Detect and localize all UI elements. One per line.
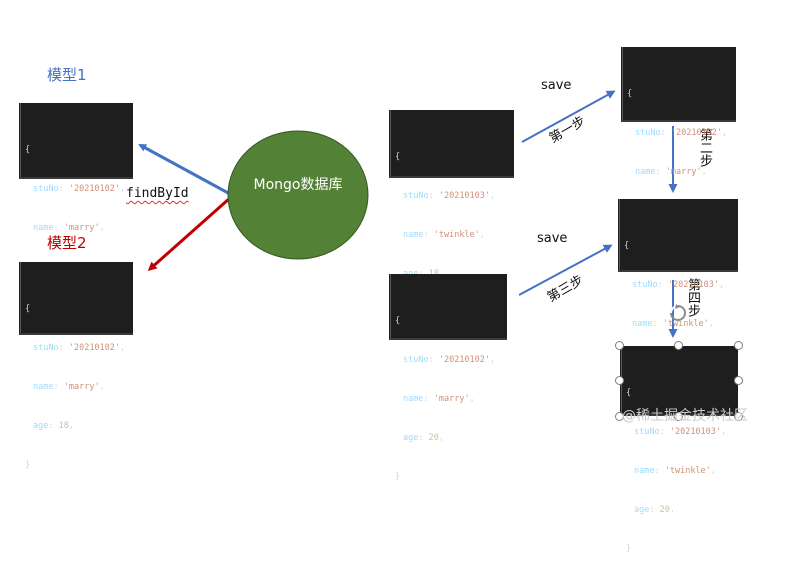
code-key: name: [33, 382, 54, 392]
code-line-name: name: 'marry',: [33, 223, 105, 233]
code-value: 20: [659, 505, 670, 515]
code-value: 18: [58, 421, 69, 431]
code-key: name: [635, 167, 656, 177]
step4-label: 第四步: [685, 278, 700, 317]
code-value: 'marry': [665, 167, 702, 177]
code-value: '20210102': [68, 184, 121, 194]
code-close-brace: }: [626, 544, 632, 554]
code-value: '20210102': [68, 343, 121, 353]
code-value: 'twinkle': [662, 319, 709, 329]
code-line-name: name: 'twinkle',: [403, 230, 485, 240]
rotate-handle-icon[interactable]: [670, 304, 686, 321]
diagram-canvas: [138, 90, 686, 338]
code-gutter: [619, 199, 624, 270]
save-label-2: save: [537, 231, 568, 246]
code-value: '20210102': [438, 355, 491, 365]
code-value: '20210103': [438, 191, 491, 201]
code-open-brace: {: [395, 316, 401, 326]
code-value: 20: [428, 433, 439, 443]
code-block-model2: { stuNo: '20210102', name: 'marry', age:…: [19, 262, 133, 470]
code-gutter: [622, 47, 627, 120]
code-key: name: [403, 394, 424, 404]
code-line-stuno: stuNo: '20210103',: [632, 280, 725, 290]
code-line-stuno: stuNo: '20210102',: [403, 355, 496, 365]
code-key: stuNo: [403, 355, 429, 365]
selection-handle-top-right[interactable]: [734, 341, 743, 350]
selection-handle-left[interactable]: [615, 376, 624, 385]
code-line-name: name: 'twinkle',: [632, 319, 714, 329]
mongo-database-shape: [227, 130, 369, 260]
code-gutter: [20, 262, 25, 333]
code-value: 'twinkle': [433, 230, 480, 240]
code-key: stuNo: [33, 184, 59, 194]
code-open-brace: {: [395, 152, 401, 162]
code-line-age: age: 20,: [403, 433, 444, 443]
code-line-stuno: stuNo: '20210103',: [403, 191, 496, 201]
model2-label: 模型2: [47, 234, 87, 252]
selection-handle-bottom-right[interactable]: [734, 412, 743, 421]
code-close-brace: }: [25, 460, 31, 470]
code-value: '20210103': [667, 280, 720, 290]
code-block-db-state2: { stuNo: '20210103', name: 'twinkle', ag…: [618, 199, 738, 407]
model1-label: 模型1: [47, 66, 87, 84]
mongo-database-label: Mongo数据库: [253, 177, 343, 193]
arrow-save-step1: [521, 90, 616, 143]
code-line-age: age: 18,: [33, 421, 74, 431]
code-key: stuNo: [403, 191, 429, 201]
code-key: stuNo: [632, 280, 658, 290]
watermark: @稀土掘金技术社区: [622, 408, 748, 424]
code-open-brace: {: [627, 89, 633, 99]
code-line-name: name: 'marry',: [403, 394, 475, 404]
selection-handle-bottom[interactable]: [674, 412, 683, 421]
code-value: 'marry': [433, 394, 470, 404]
code-line-stuno: stuNo: '20210102',: [33, 184, 126, 194]
code-line-stuno: stuNo: '20210103',: [634, 427, 727, 437]
code-key: name: [33, 223, 54, 233]
code-open-brace: {: [624, 241, 630, 251]
code-block-new-doc: { stuNo: '20210103', name: 'twinkle', ag…: [389, 110, 514, 318]
code-gutter: [390, 110, 395, 176]
code-key: stuNo: [635, 128, 661, 138]
code-key: age: [634, 505, 650, 515]
code-value: 'marry': [63, 223, 100, 233]
code-value: 'twinkle': [664, 466, 711, 476]
arrow-mongo-to-model1: [138, 143, 231, 196]
selection-handle-top-left[interactable]: [615, 341, 624, 350]
code-open-brace: {: [25, 145, 31, 155]
selection-handle-right[interactable]: [734, 376, 743, 385]
code-line-name: name: 'twinkle',: [634, 466, 716, 476]
code-open-brace: {: [626, 388, 632, 398]
arrow-save-step3: [518, 244, 613, 296]
code-open-brace: {: [25, 304, 31, 314]
code-key: name: [634, 466, 655, 476]
code-line-name: name: 'marry',: [635, 167, 707, 177]
code-block-update-doc: { stuNo: '20210102', name: 'marry', age:…: [389, 274, 507, 482]
code-line-name: name: 'marry',: [33, 382, 105, 392]
code-close-brace: }: [395, 472, 401, 482]
code-value: '20210103': [669, 427, 722, 437]
code-line-stuno: stuNo: '20210102',: [33, 343, 126, 353]
arrow-mongo-to-model2: [147, 196, 231, 271]
code-line-stuno: stuNo: '20210102',: [635, 128, 728, 138]
code-value: '20210102': [670, 128, 723, 138]
code-line-age: age: 20,: [634, 505, 675, 515]
step2-label: 第二步: [697, 128, 712, 167]
code-gutter: [20, 103, 25, 177]
code-key: stuNo: [33, 343, 59, 353]
code-gutter: [390, 274, 395, 338]
code-block-model1: { stuNo: '20210102', name: 'marry', age:…: [19, 103, 133, 311]
code-key: age: [403, 433, 419, 443]
findbyid-label: findById: [126, 186, 189, 201]
code-value: 'marry': [63, 382, 100, 392]
code-key: name: [403, 230, 424, 240]
code-key: stuNo: [634, 427, 660, 437]
save-label-1: save: [541, 78, 572, 93]
code-key: name: [632, 319, 653, 329]
code-block-db-state1: { stuNo: '20210102', name: 'marry', age:…: [621, 47, 736, 255]
selection-handle-top[interactable]: [674, 341, 683, 350]
selection-handle-bottom-left[interactable]: [615, 412, 624, 421]
code-key: age: [33, 421, 49, 431]
